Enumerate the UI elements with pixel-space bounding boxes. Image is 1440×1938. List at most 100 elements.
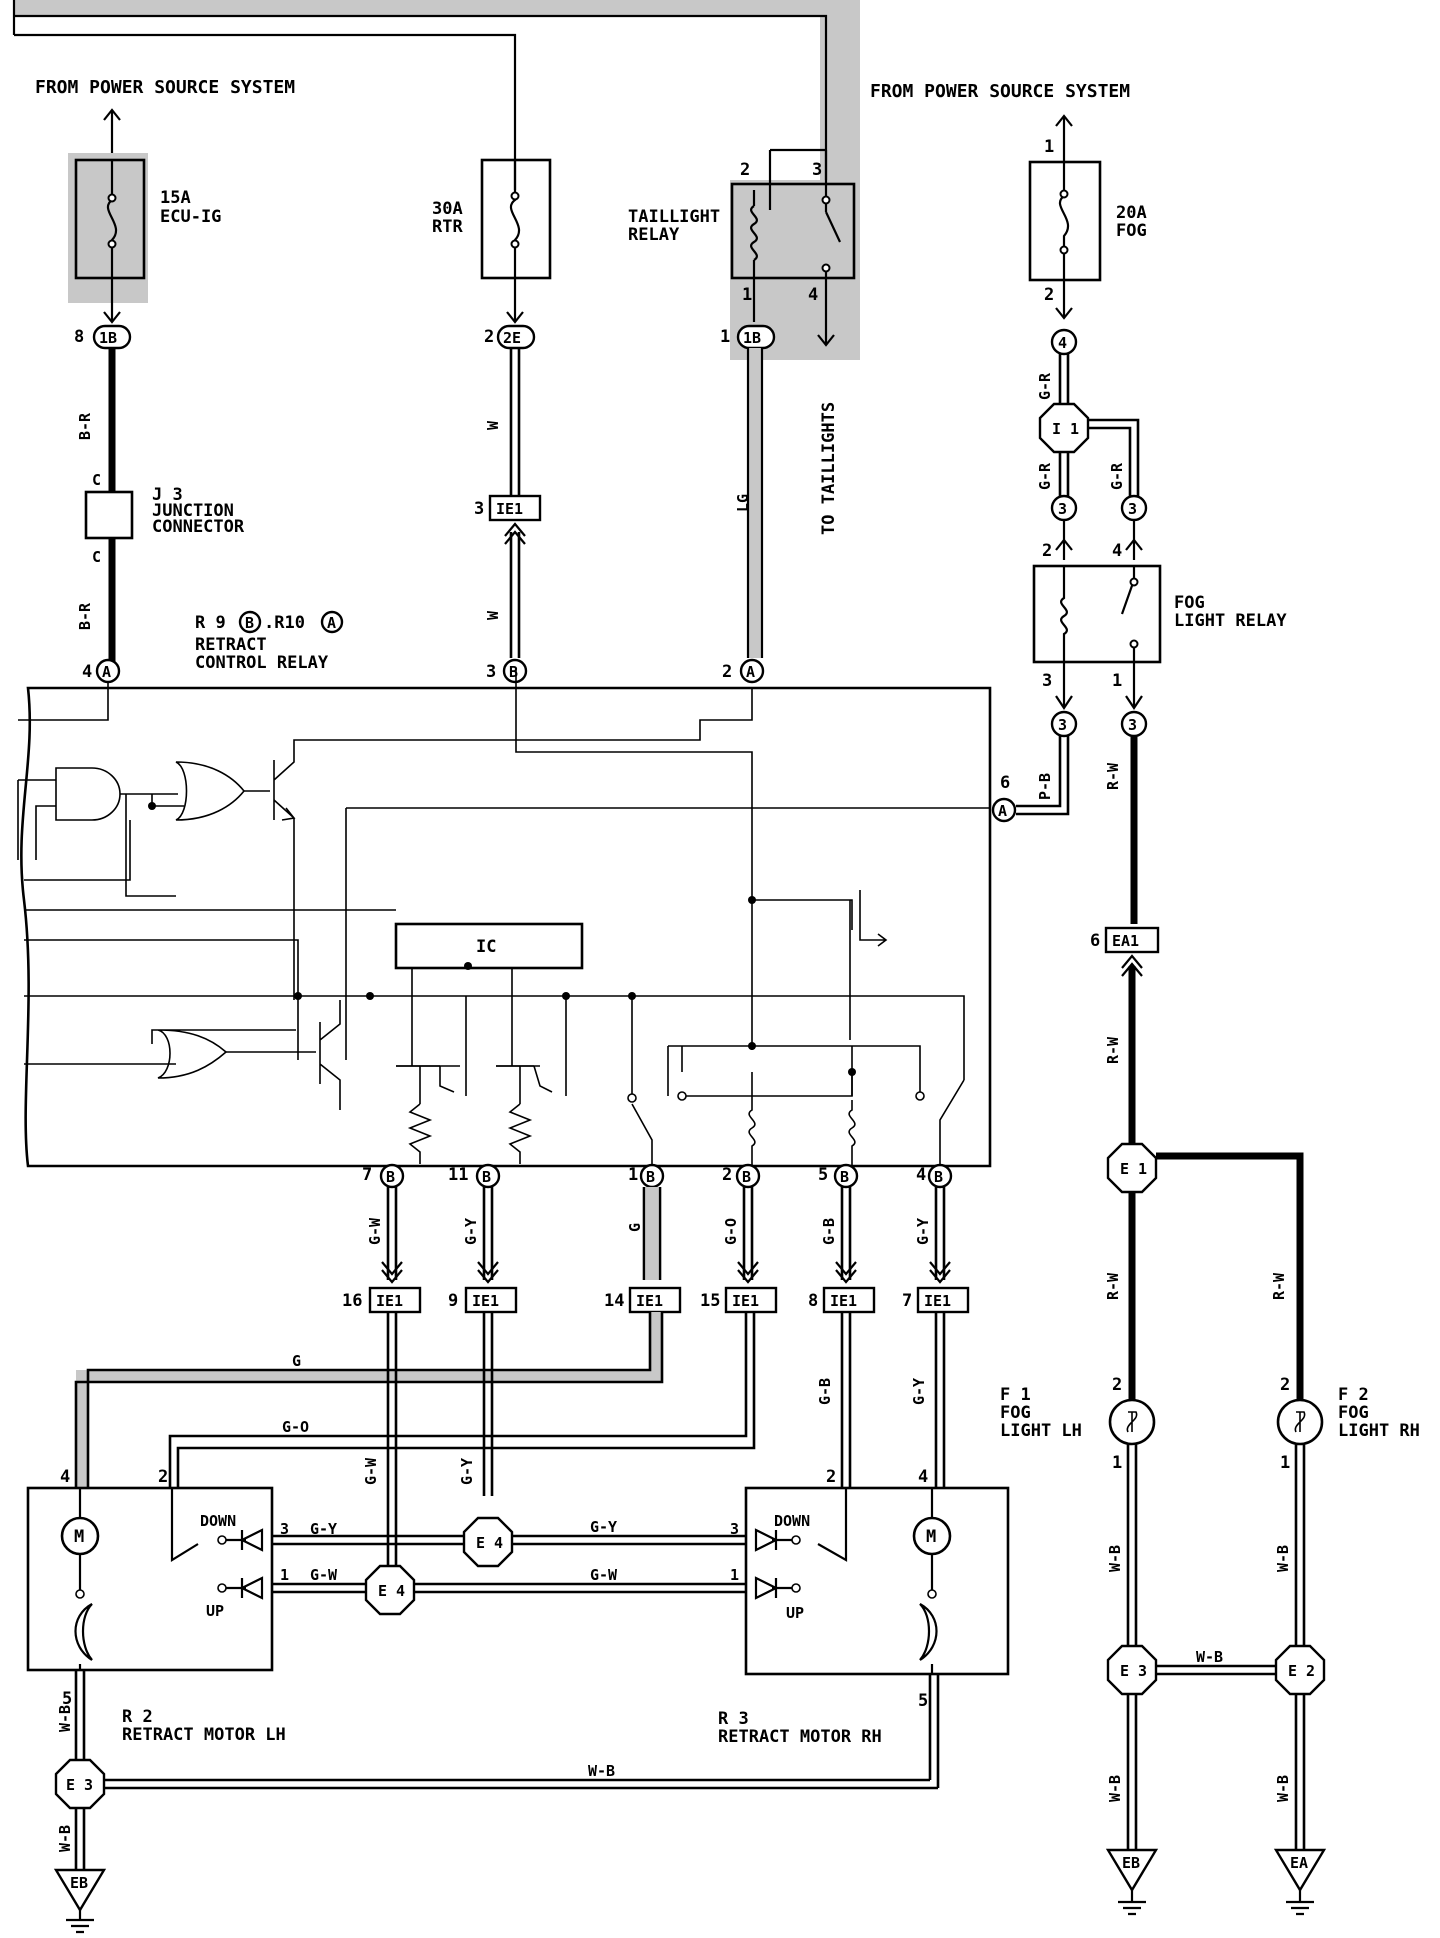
svg-text:G-R: G-R	[1036, 372, 1054, 400]
fuse-ecu-ig-name: ECU-IG	[160, 207, 221, 227]
svg-text:E 3: E 3	[66, 1776, 93, 1794]
svg-text:2: 2	[1044, 285, 1054, 305]
svg-text:1B: 1B	[99, 329, 117, 347]
svg-text:IC: IC	[476, 937, 496, 957]
svg-text:3: 3	[280, 1520, 289, 1538]
svg-text:W: W	[484, 610, 502, 620]
svg-text:W-B: W-B	[1106, 1545, 1124, 1572]
svg-text:4: 4	[60, 1467, 70, 1487]
svg-text:W-B: W-B	[1274, 1775, 1292, 1802]
svg-text:A: A	[327, 614, 336, 632]
svg-text:B: B	[934, 1168, 943, 1186]
junction-connector-j3	[84, 490, 134, 540]
svg-text:R-W: R-W	[1104, 762, 1122, 790]
fog-light-rh-ref: F 2	[1338, 1385, 1369, 1405]
svg-text:16: 16	[342, 1291, 362, 1311]
svg-text:M: M	[74, 1527, 84, 1547]
svg-text:2: 2	[1042, 541, 1052, 561]
svg-text:C: C	[92, 471, 101, 489]
svg-text:2: 2	[1280, 1375, 1290, 1395]
svg-text:2: 2	[158, 1467, 168, 1487]
svg-text:14: 14	[604, 1291, 624, 1311]
svg-text:2: 2	[722, 1165, 732, 1185]
svg-text:M: M	[926, 1527, 936, 1547]
fog-relay-label-1: FOG	[1174, 593, 1205, 613]
fuse-rtr-rating: 30A	[432, 199, 463, 219]
svg-text:1: 1	[720, 327, 730, 347]
svg-text:G-W: G-W	[366, 1217, 384, 1245]
svg-text:IE1: IE1	[496, 500, 523, 518]
svg-text:3: 3	[1058, 500, 1067, 518]
svg-text:G-Y: G-Y	[910, 1378, 928, 1405]
retract-relay-ref: R 9	[195, 613, 226, 633]
junction-label-1: JUNCTION	[152, 501, 234, 521]
svg-text:G-R: G-R	[1108, 462, 1126, 490]
svg-text:G-O: G-O	[722, 1218, 740, 1245]
svg-text:EB: EB	[1122, 1854, 1140, 1872]
fog-relay-label-2: LIGHT RELAY	[1174, 611, 1287, 631]
svg-text:E 1: E 1	[1120, 1160, 1147, 1178]
motor-interconnect: G-Y G-W E 4 E 4	[272, 1516, 746, 1616]
svg-text:C: C	[92, 548, 101, 566]
svg-text:IE1: IE1	[636, 1292, 663, 1310]
svg-text:E 3: E 3	[1120, 1662, 1147, 1680]
svg-text:W-B: W-B	[56, 1705, 74, 1732]
svg-text:5: 5	[918, 1691, 928, 1711]
svg-text:IE1: IE1	[376, 1292, 403, 1310]
svg-text:G: G	[292, 1352, 301, 1370]
svg-text:2: 2	[722, 662, 732, 682]
svg-text:G-Y: G-Y	[590, 1518, 617, 1536]
svg-text:1: 1	[1280, 1453, 1290, 1473]
right-power-source-label: FROM POWER SOURCE SYSTEM	[870, 81, 1130, 102]
motor-lh-ref: R 2	[122, 1707, 153, 1727]
left-power-source-label: FROM POWER SOURCE SYSTEM	[35, 77, 295, 98]
retract-motor-lh: 4 2 M DOWN UP 3 1 G-Y G-W 5 R 2 RETRACT …	[26, 1467, 338, 1745]
svg-text:E 4: E 4	[476, 1534, 503, 1552]
svg-text:4: 4	[82, 662, 92, 682]
svg-text:2: 2	[1112, 1375, 1122, 1395]
svg-text:3: 3	[474, 499, 484, 519]
svg-text:1: 1	[730, 1566, 739, 1584]
svg-text:UP: UP	[206, 1602, 224, 1620]
svg-text:UP: UP	[786, 1604, 804, 1622]
svg-text:R-W: R-W	[1270, 1272, 1288, 1300]
retract-motor-rh: 2 4 M DOWN UP 3 1 5 R 3 RETRACT MOTOR RH	[718, 1467, 1010, 1747]
svg-text:G-Y: G-Y	[310, 1520, 337, 1538]
svg-text:15: 15	[700, 1291, 720, 1311]
svg-text:B: B	[245, 614, 254, 632]
svg-text:E 2: E 2	[1288, 1662, 1315, 1680]
svg-text:B: B	[646, 1168, 655, 1186]
svg-text:G: G	[626, 1223, 644, 1232]
fuse-rtr-name: RTR	[432, 217, 463, 237]
svg-text:B-R: B-R	[76, 412, 94, 440]
svg-text:4: 4	[1058, 334, 1067, 352]
svg-text:W-B: W-B	[1196, 1648, 1223, 1666]
junction-label-2: CONNECTOR	[152, 517, 245, 537]
svg-text:W-B: W-B	[1106, 1775, 1124, 1802]
svg-text:W-B: W-B	[588, 1762, 615, 1780]
svg-text:1: 1	[1112, 1453, 1122, 1473]
svg-text:6: 6	[1000, 773, 1010, 793]
svg-text:R-W: R-W	[1104, 1036, 1122, 1064]
fuse-ecu-ig-box	[74, 158, 146, 280]
svg-text:3: 3	[486, 662, 496, 682]
svg-text:B: B	[742, 1168, 751, 1186]
fuse-fog-name: FOG	[1116, 221, 1147, 241]
svg-text:G-W: G-W	[310, 1566, 338, 1584]
svg-text:G-W: G-W	[362, 1457, 380, 1485]
svg-text:G-Y: G-Y	[914, 1218, 932, 1245]
fog-light-lh-ref: F 1	[1000, 1385, 1031, 1405]
svg-text:IE1: IE1	[830, 1292, 857, 1310]
svg-text:4: 4	[916, 1165, 926, 1185]
to-taillights-label: TO TAILLIGHTS	[819, 402, 839, 535]
svg-text:9: 9	[448, 1291, 458, 1311]
fuse-ecu-ig-rating: 15A	[160, 188, 191, 208]
retract-relay-label-1: RETRACT	[195, 635, 267, 655]
svg-text:1: 1	[1044, 137, 1054, 157]
svg-text:8: 8	[808, 1291, 818, 1311]
svg-text:7: 7	[362, 1165, 372, 1185]
fog-light-lh-label-1: FOG	[1000, 1403, 1031, 1423]
fog-light-rh-label-1: FOG	[1338, 1403, 1369, 1423]
svg-text:3: 3	[1058, 716, 1067, 734]
